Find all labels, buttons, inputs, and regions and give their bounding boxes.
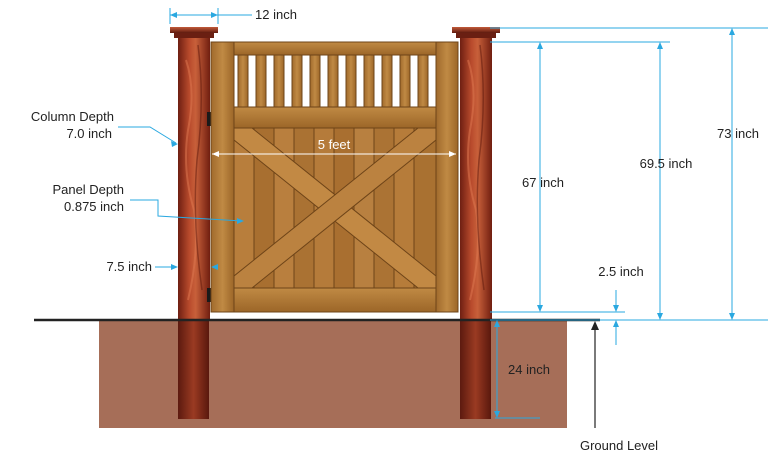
right-post-footing xyxy=(460,320,491,419)
hinge-bottom xyxy=(207,288,212,302)
right-post xyxy=(452,27,500,320)
panel-depth-label-line2: 0.875 inch xyxy=(64,199,124,214)
post-height-label: 73 inch xyxy=(717,126,759,141)
top-pickets xyxy=(237,54,429,108)
panel-depth-label-line1: Panel Depth xyxy=(52,182,124,197)
footing-depth-label: 24 inch xyxy=(508,362,550,377)
gate-frame xyxy=(210,41,459,313)
arrowheads xyxy=(170,12,735,418)
column-width-label: 12 inch xyxy=(255,7,297,22)
column-depth-label-line2: 7.0 inch xyxy=(66,126,112,141)
dimension-lines xyxy=(118,8,768,419)
ground-level-pointer xyxy=(591,321,599,428)
left-post-footing xyxy=(178,320,209,419)
ground-level-label: Ground Level xyxy=(580,438,658,453)
hinge-top xyxy=(207,112,212,126)
gate-height-label: 69.5 inch xyxy=(640,156,693,171)
ground-clearance-label: 2.5 inch xyxy=(598,264,644,279)
gate xyxy=(210,41,459,313)
gate-width-label: 5 feet xyxy=(318,137,351,152)
panel-height-label: 67 inch xyxy=(522,175,564,190)
left-post xyxy=(170,27,218,320)
frame-width-label: 7.5 inch xyxy=(106,259,152,274)
column-depth-label-line1: Column Depth xyxy=(31,109,114,124)
